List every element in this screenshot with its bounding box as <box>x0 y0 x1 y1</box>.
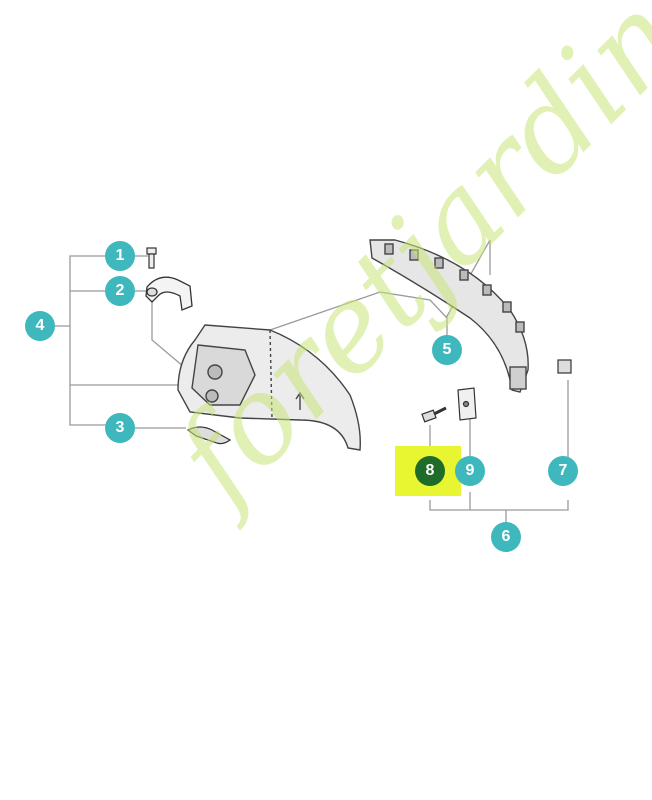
screw-part <box>146 247 157 269</box>
callout-6: 6 <box>491 522 521 552</box>
callout-label: 9 <box>465 462 475 479</box>
callout-label: 7 <box>558 462 568 479</box>
callout-2: 2 <box>105 276 135 306</box>
callout-label: 5 <box>442 341 452 358</box>
callout-7: 7 <box>548 456 578 486</box>
nut-part <box>557 359 572 374</box>
callout-label: 2 <box>115 282 125 299</box>
callout-1: 1 <box>105 241 135 271</box>
curved-shield-part <box>369 239 529 393</box>
callout-9: 9 <box>455 456 485 486</box>
spacer-part <box>186 426 232 445</box>
bolt-part <box>421 406 447 423</box>
callout-label: 4 <box>35 317 45 334</box>
callout-label: 3 <box>115 419 125 436</box>
callout-8: 8 <box>415 456 445 486</box>
callout-label: 8 <box>425 462 435 479</box>
callout-3: 3 <box>105 413 135 443</box>
callout-label: 1 <box>115 247 125 264</box>
callout-4: 4 <box>25 311 55 341</box>
clamp-part <box>145 276 193 311</box>
plate-part <box>457 387 477 421</box>
guard-housing <box>177 324 361 451</box>
callout-label: 6 <box>501 528 511 545</box>
callout-5: 5 <box>432 335 462 365</box>
